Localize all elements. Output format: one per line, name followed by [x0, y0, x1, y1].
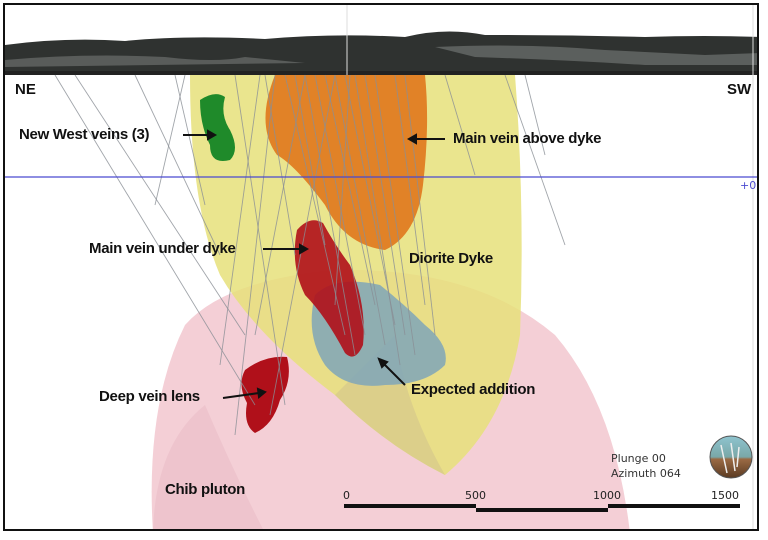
label-deep-vein-lens: Deep vein lens	[99, 388, 200, 405]
terrain-surface	[5, 31, 757, 75]
scale-bar	[344, 504, 740, 512]
drillhole-trace	[404, 74, 436, 336]
drillhole-trace	[154, 74, 186, 206]
label-expected-addition: Expected addition	[411, 381, 536, 398]
orientation-globe-icon[interactable]	[709, 435, 753, 479]
drillhole-trace	[264, 74, 296, 256]
direction-ne: NE	[15, 81, 36, 98]
main-vein-under-dyke-shape	[294, 220, 364, 357]
label-new-west-veins: New West veins (3)	[19, 126, 150, 143]
drillhole-trace	[314, 74, 366, 336]
main-vein-above-dyke-shape	[265, 75, 428, 250]
elevation-marker: +0	[740, 179, 757, 192]
drillhole-trace	[219, 74, 261, 366]
drillhole-trace	[394, 74, 426, 306]
drillhole-trace	[524, 74, 546, 156]
scale-tick-label: 0	[343, 489, 350, 502]
drillhole-trace	[254, 74, 306, 336]
label-chib-pluton: Chib pluton	[165, 481, 246, 498]
drillhole-trace	[234, 74, 276, 436]
view-azimuth: Azimuth 064	[611, 467, 681, 480]
scale-tick-label: 1500	[711, 489, 739, 502]
view-plunge: Plunge 00	[611, 452, 666, 465]
drillhole-trace	[334, 74, 351, 306]
diorite-dyke-shape	[190, 75, 522, 475]
drillhole-trace	[269, 74, 336, 416]
drillhole-trace	[304, 74, 356, 356]
geological-section-view: NE SW +0 New West veins (3) Main vein ab…	[3, 3, 759, 531]
drillhole-trace	[354, 74, 401, 366]
drillholes	[54, 74, 566, 436]
label-main-vein-under-dyke: Main vein under dyke	[89, 240, 236, 257]
drillhole-trace	[364, 74, 406, 336]
drillhole-trace	[74, 74, 246, 336]
drillhole-trace	[374, 74, 416, 356]
drillhole-trace	[134, 74, 221, 256]
drillhole-trace	[344, 74, 396, 326]
direction-sw: SW	[727, 81, 752, 98]
drillhole-trace	[334, 74, 386, 346]
label-main-vein-above-dyke: Main vein above dyke	[453, 130, 602, 147]
label-diorite-dyke: Diorite Dyke	[409, 250, 493, 267]
scale-tick-label: 500	[465, 489, 486, 502]
drillhole-trace	[324, 74, 376, 306]
drillhole-trace	[444, 74, 476, 176]
scale-tick-label: 1000	[593, 489, 621, 502]
model-canvas	[5, 5, 757, 529]
drillhole-trace	[504, 74, 566, 246]
new-west-veins-shape	[200, 94, 235, 161]
drillhole-trace	[234, 74, 286, 406]
label-arrows	[183, 129, 445, 399]
drillhole-trace	[284, 74, 346, 336]
